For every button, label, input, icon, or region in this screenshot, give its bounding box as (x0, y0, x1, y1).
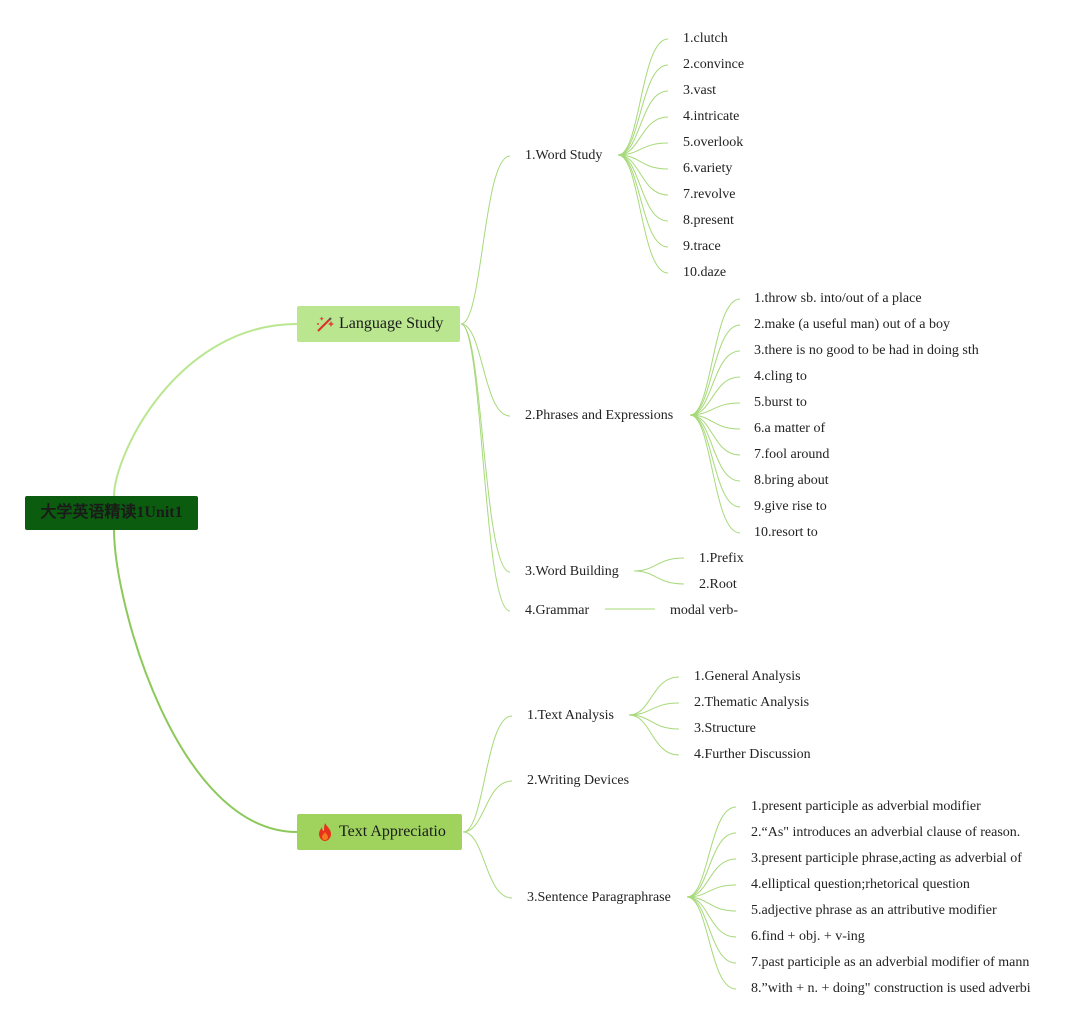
connector-line (686, 896, 737, 938)
leaf-word[interactable]: 6.variety (683, 161, 733, 176)
leaf-phrase[interactable]: 6.a matter of (754, 421, 826, 436)
leaf-phrase[interactable]: 7.fool around (754, 447, 830, 462)
leaf-phrase[interactable]: 10.resort to (754, 525, 818, 540)
connector-line (617, 154, 669, 222)
leaf-analysis[interactable]: 3.Structure (694, 721, 756, 736)
leaf-analysis[interactable]: 1.General Analysis (694, 669, 801, 684)
leaf-sentence[interactable]: 4.elliptical question;rhetorical questio… (751, 877, 970, 892)
leaf-word[interactable]: 9.trace (683, 239, 721, 254)
topic-sentence-paraphrase[interactable]: 3.Sentence Paragraphrase (527, 890, 671, 905)
leaf-sentence[interactable]: 8.”with + n. + doing" construction is us… (751, 981, 1031, 996)
branch-label: Text Appreciatio (339, 823, 446, 840)
topic-grammar[interactable]: 4.Grammar (525, 603, 590, 618)
connector-line (617, 116, 669, 156)
leaf-sentence[interactable]: 6.find + obj. + v-ing (751, 929, 865, 944)
leaf-phrase[interactable]: 8.bring about (754, 473, 829, 488)
connector-line (689, 324, 741, 416)
root-node[interactable]: 大学英语精读1Unit1 (25, 496, 198, 530)
leaf-phrase[interactable]: 3.there is no good to be had in doing st… (754, 343, 979, 358)
connector-line (633, 570, 685, 585)
leaf-word[interactable]: 3.vast (683, 83, 717, 98)
topic-word-building[interactable]: 3.Word Building (525, 564, 619, 579)
connector-line (686, 896, 737, 990)
leaf-grammar[interactable]: modal verb- (670, 603, 739, 618)
connector-line (689, 414, 741, 456)
connector-line (628, 714, 680, 756)
connector-line (689, 298, 741, 416)
leaf-phrase[interactable]: 4.cling to (754, 369, 807, 384)
branch-label: Language Study (339, 315, 444, 332)
branch-text-appreciation[interactable]: Text Appreciatio (297, 814, 462, 850)
connector-line (617, 90, 669, 156)
leaf-word[interactable]: 7.revolve (683, 187, 736, 202)
leaf-sentence[interactable]: 5.adjective phrase as an attributive mod… (751, 903, 997, 918)
connector-line (686, 896, 737, 964)
connector-line (460, 155, 511, 325)
leaf-word[interactable]: 10.daze (683, 265, 727, 280)
leaf-word[interactable]: 8.present (683, 213, 734, 228)
topic-text-analysis[interactable]: 1.Text Analysis (527, 708, 614, 723)
leaf-phrase[interactable]: 9.give rise to (754, 499, 827, 514)
connector-line (633, 557, 685, 572)
leaf-phrase[interactable]: 1.throw sb. into/out of a place (754, 291, 922, 306)
connector-line (686, 858, 737, 898)
topic-word-study[interactable]: 1.Word Study (525, 148, 603, 163)
leaf-sentence[interactable]: 1.present participle as adverbial modifi… (751, 799, 981, 814)
connector-line (462, 715, 513, 833)
connector-line (462, 780, 513, 833)
connector-line (460, 323, 511, 573)
connector-line (689, 350, 741, 416)
connector-line (617, 142, 669, 156)
connector-line (689, 376, 741, 416)
connector-line (617, 38, 669, 156)
connector-line (628, 702, 680, 716)
connector-line (628, 676, 680, 716)
leaf-phrase[interactable]: 2.make (a useful man) out of a boy (754, 317, 950, 332)
connector-line (617, 64, 669, 156)
connector-line (686, 806, 737, 898)
connector-line (689, 414, 741, 482)
connector-line (617, 154, 669, 196)
leaf-sentence[interactable]: 2.“As" introduces an adverbial clause of… (751, 825, 1021, 840)
leaf-word[interactable]: 2.convince (683, 57, 745, 72)
fire-icon (319, 823, 331, 841)
connector-line (689, 402, 741, 416)
leaf-sentence[interactable]: 7.past participle as an adverbial modifi… (751, 955, 1030, 970)
leaf-word[interactable]: 4.intricate (683, 109, 740, 124)
topic-writing-devices[interactable]: 2.Writing Devices (527, 773, 630, 788)
connector-line (689, 414, 741, 534)
branch-language-study[interactable]: Language Study (297, 306, 460, 342)
topic-phrases-expressions[interactable]: 2.Phrases and Expressions (525, 408, 674, 423)
magic-wand-icon (317, 316, 334, 332)
connector-line (462, 831, 513, 899)
connector-line (617, 154, 669, 274)
connector-line (686, 832, 737, 898)
connector-line (113, 528, 298, 833)
leaf-analysis[interactable]: 2.Thematic Analysis (694, 695, 810, 710)
connector-line (686, 884, 737, 898)
leaf-word-building[interactable]: 2.Root (699, 577, 737, 592)
leaf-word[interactable]: 5.overlook (683, 135, 744, 150)
connector-line (113, 323, 298, 498)
connector-line (460, 323, 511, 612)
leaf-analysis[interactable]: 4.Further Discussion (694, 747, 811, 762)
leaf-sentence[interactable]: 3.present participle phrase,acting as ad… (751, 851, 1022, 866)
leaf-word[interactable]: 1.clutch (683, 31, 728, 46)
leaf-word-building[interactable]: 1.Prefix (699, 551, 744, 566)
connector-line (460, 323, 511, 417)
leaf-phrase[interactable]: 5.burst to (754, 395, 807, 410)
